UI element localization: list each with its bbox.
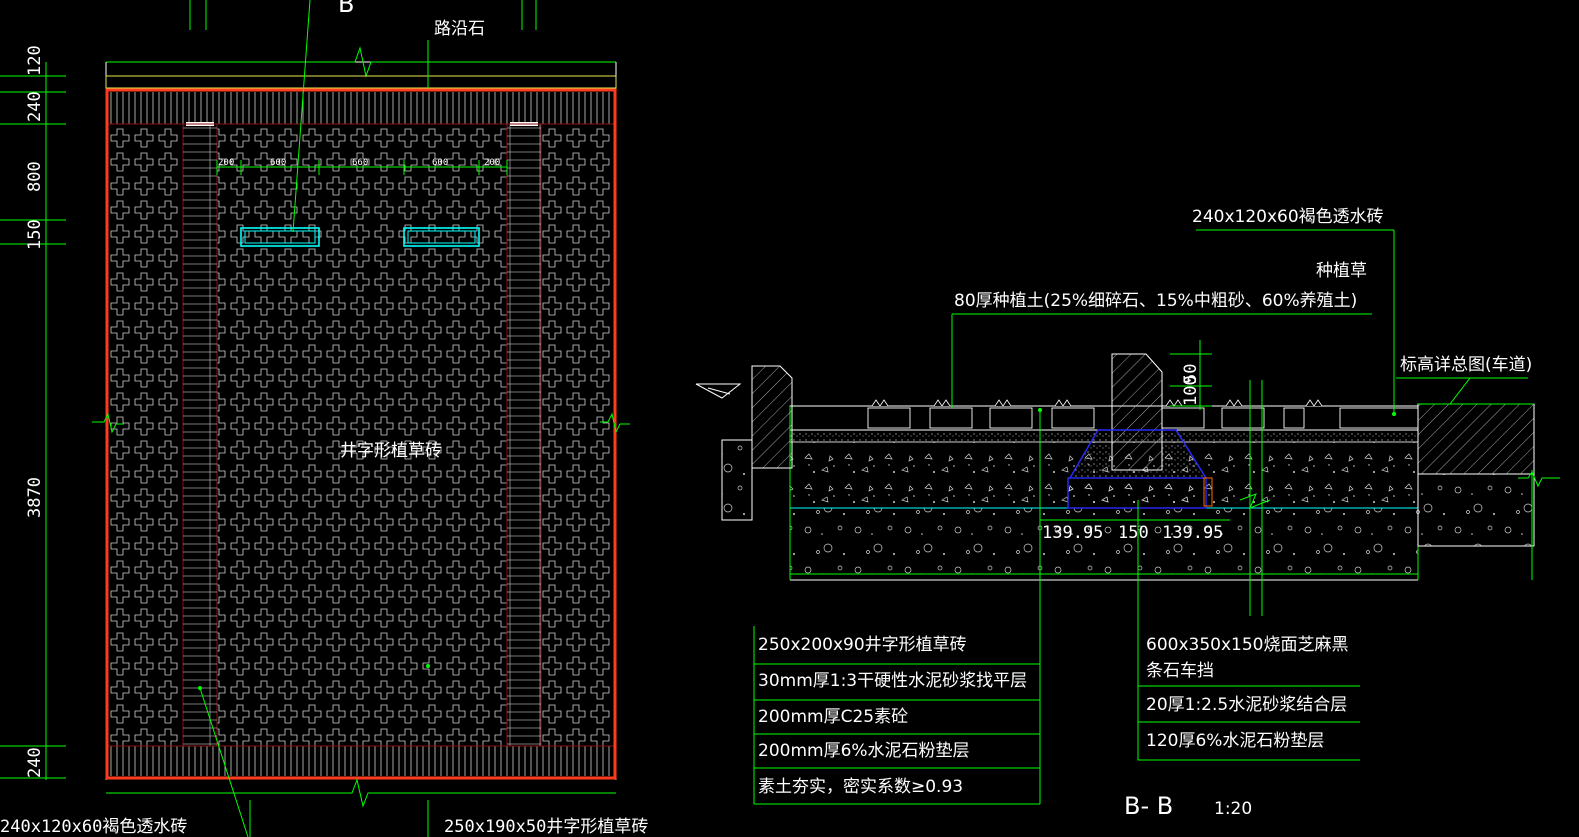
section-scale: 1:20 bbox=[1214, 799, 1252, 819]
section-marker: B bbox=[338, 0, 354, 18]
base-dim-1: 139.95 bbox=[1042, 523, 1103, 543]
layer-1: 250x200x90井字形植草砖 bbox=[758, 635, 967, 655]
dim-v-3870: 3870 bbox=[25, 477, 45, 518]
section-label-grass: 种植草 bbox=[1316, 261, 1367, 281]
section-label-elev: 标高详总图(车道) bbox=[1400, 355, 1532, 375]
section-label-soil: 80厚种植土(25%细碎石、15%中粗砂、60%养殖土) bbox=[954, 291, 1357, 311]
base-dim-2: 150 bbox=[1118, 523, 1149, 543]
curb-layer-3: 120厚6%水泥石粉垫层 bbox=[1146, 731, 1324, 751]
curb-dim-50: 50 bbox=[1181, 364, 1201, 384]
section-title: B- B bbox=[1124, 792, 1173, 820]
curb-layer-1b: 条石车挡 bbox=[1146, 661, 1214, 681]
layer-2: 30mm厚1:3干硬性水泥砂浆找平层 bbox=[758, 671, 1027, 691]
dim-v-120: 120 bbox=[25, 45, 45, 76]
section-label-brick: 240x120x60褐色透水砖 bbox=[1192, 207, 1384, 227]
section-view: 50 100 139.95 150 139.95 240x120x60褐色透水砖… bbox=[695, 207, 1560, 820]
curb-layer-1a: 600x350x150烧面芝麻黑 bbox=[1146, 635, 1348, 655]
layer-4: 200mm厚6%水泥石粉垫层 bbox=[758, 741, 970, 761]
dim-h-3: 660 bbox=[352, 158, 368, 168]
curb-layer-2: 20厚1:2.5水泥砂浆结合层 bbox=[1146, 695, 1347, 715]
dim-v-800: 800 bbox=[25, 161, 45, 192]
curb-dim-100: 100 bbox=[1181, 375, 1201, 406]
plan-bottom-left-label: 240x120x60褐色透水砖 bbox=[0, 817, 187, 837]
plan-view: 200 600 660 600 200 B 路沿石 井字形植草砖 120 240… bbox=[0, 0, 648, 837]
plan-top-label: 路沿石 bbox=[434, 19, 485, 39]
layer-5: 素土夯实，密实系数≥0.93 bbox=[758, 777, 963, 797]
base-dim-3: 139.95 bbox=[1162, 523, 1223, 543]
dim-h-2: 600 bbox=[270, 158, 286, 168]
plan-bottom-right-label: 250x190x50井字形植草砖 bbox=[444, 817, 648, 837]
dim-v-240a: 240 bbox=[25, 91, 45, 122]
layer-3: 200mm厚C25素砼 bbox=[758, 707, 908, 727]
dim-h-1: 200 bbox=[218, 158, 234, 168]
dim-h-5: 200 bbox=[484, 158, 500, 168]
dim-v-150: 150 bbox=[25, 219, 45, 250]
dim-h-4: 600 bbox=[432, 158, 448, 168]
dim-v-240b: 240 bbox=[25, 747, 45, 778]
plan-center-label: 井字形植草砖 bbox=[340, 441, 442, 461]
